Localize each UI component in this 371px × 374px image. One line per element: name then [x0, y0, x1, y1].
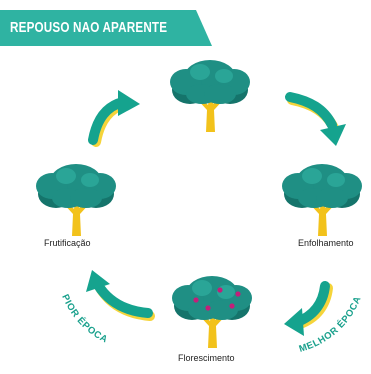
stage-label-enfolhamento: Enfolhamento: [298, 238, 354, 248]
tree-top: [170, 60, 250, 132]
tree-enfolhamento: [282, 164, 362, 236]
title-banner: [0, 10, 212, 46]
stage-label-frutificacao: Frutificação: [44, 238, 91, 248]
stage-label-florescimento: Florescimento: [178, 353, 235, 363]
tree-frutificacao: [36, 164, 116, 236]
banner-title: REPOUSO NAO APARENTE: [10, 19, 168, 36]
arrow-top-to-enfolhamento: [285, 92, 346, 146]
arrow-enfolhamento-to-florescimento: [284, 281, 333, 336]
arrow-frutificacao-to-top: [88, 90, 140, 147]
tree-florescimento: [172, 276, 252, 348]
arrow-florescimento-to-frutificacao: [86, 270, 155, 321]
pior-epoca-label: PIOR ÉPOCA: [59, 293, 109, 346]
